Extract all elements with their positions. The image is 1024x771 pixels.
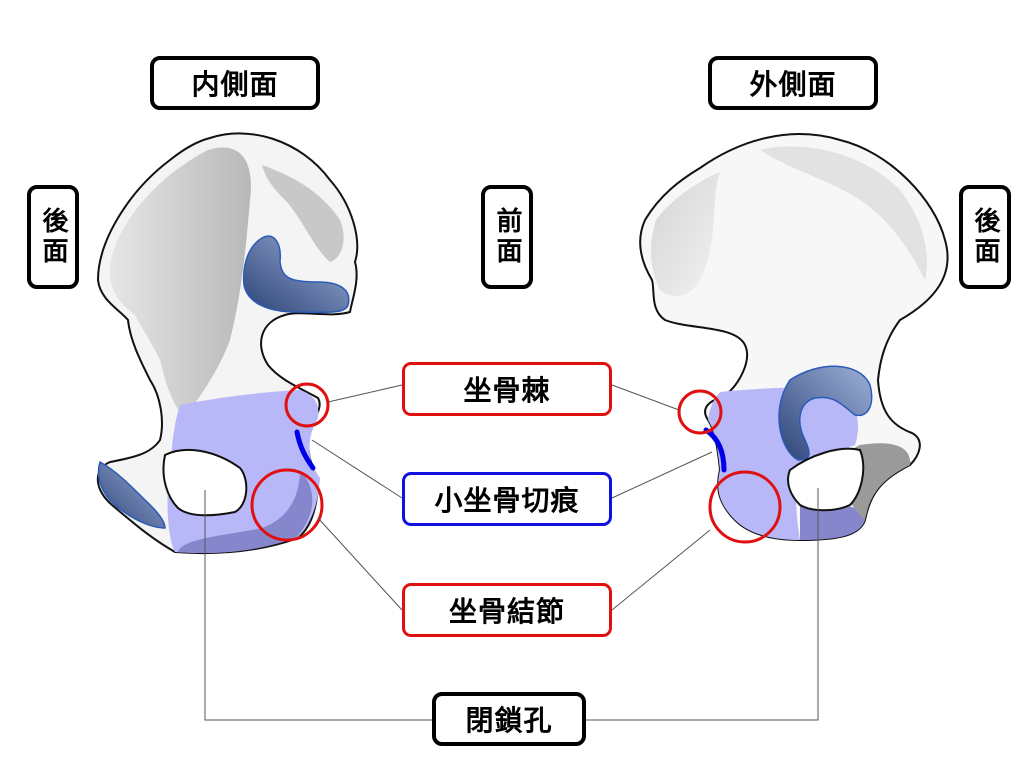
label-ischial-spine: 坐骨棘 (402, 362, 612, 416)
medial-ischial-tuberosity-marker (250, 468, 324, 542)
leader-obturator-right (586, 488, 819, 721)
hip-bone-lateral (639, 133, 949, 544)
leader-tuberosity-right (611, 529, 711, 611)
medial-ischial-spine-marker (284, 382, 330, 428)
lateral-ischial-tuberosity-marker (708, 470, 782, 544)
leader-ischial-spine-right (611, 384, 680, 411)
medial-obturator-foramen (162, 448, 248, 517)
label-ischial-tuberosity: 坐骨結節 (402, 583, 612, 637)
medial-ischium-shade (178, 470, 313, 554)
auricular-surface (242, 235, 350, 314)
medial-iliac-fossa (109, 147, 251, 420)
leader-lines (204, 384, 819, 721)
label-lesser-sciatic-notch: 小坐骨切痕 (402, 472, 612, 526)
lateral-iliac-wing-shade (651, 172, 720, 296)
label-obturator-foramen: 閉鎖孔 (432, 692, 586, 746)
view-label-medial: 内側面 (150, 56, 320, 110)
leader-notch-right (611, 451, 713, 499)
hip-bone-medial (96, 132, 359, 555)
leader-notch-left (311, 439, 403, 499)
lateral-obturator-foramen (787, 447, 865, 512)
leader-tuberosity-left (317, 517, 403, 611)
pubic-symphysis-surface (97, 460, 166, 529)
medial-posterior-ridge (262, 165, 344, 262)
direction-label-posterior-left: 後面 (27, 185, 79, 289)
leader-obturator-left (204, 490, 432, 721)
direction-label-anterior: 前面 (481, 185, 533, 289)
acetabulum-lunate-surface (778, 365, 873, 461)
direction-label-posterior-right: 後面 (959, 185, 1011, 289)
view-label-lateral: 外側面 (708, 56, 878, 110)
medial-lesser-sciatic-notch-line (294, 429, 316, 471)
lateral-ischial-spine-marker (677, 389, 723, 435)
lateral-pubis-region (800, 504, 865, 540)
lateral-gluteal-ridge (760, 146, 928, 280)
lateral-ischium-region (708, 387, 858, 540)
leader-ischial-spine-left (327, 384, 403, 403)
